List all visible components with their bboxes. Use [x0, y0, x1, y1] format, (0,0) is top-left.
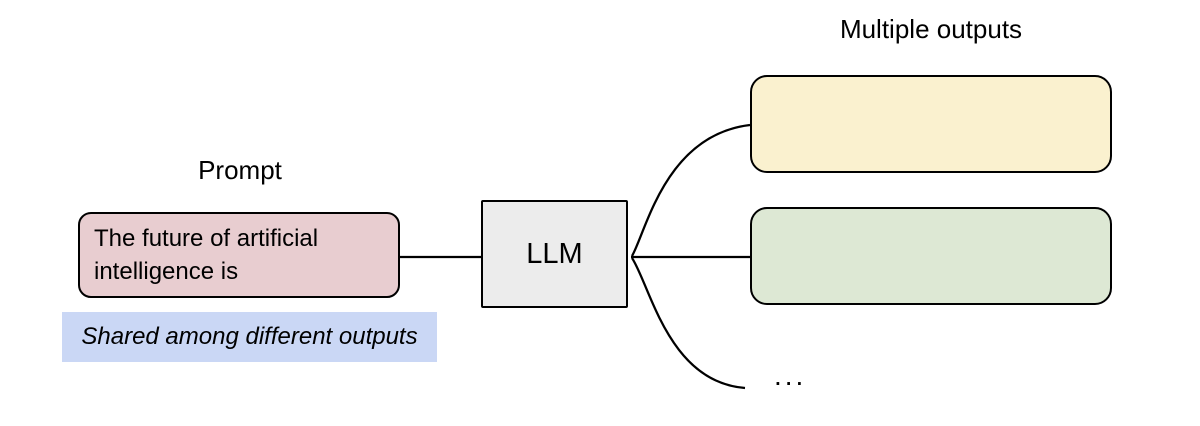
- shared-note: Shared among different outputs: [62, 312, 437, 362]
- output-box-1: [750, 75, 1112, 173]
- connector-llm-to-output-1: [631, 123, 751, 257]
- prompt-box-text: The future of artificial intelligence is: [94, 225, 319, 285]
- llm-box: LLM: [481, 200, 628, 308]
- prompt-box: The future of artificial intelligence is: [78, 212, 400, 298]
- connector-llm-to-more: [631, 257, 746, 390]
- multiple-outputs-title: Multiple outputs: [839, 14, 1023, 44]
- output-box-2: [750, 207, 1112, 305]
- prompt-title: Prompt: [198, 155, 282, 185]
- more-outputs-ellipsis: ...: [774, 360, 807, 391]
